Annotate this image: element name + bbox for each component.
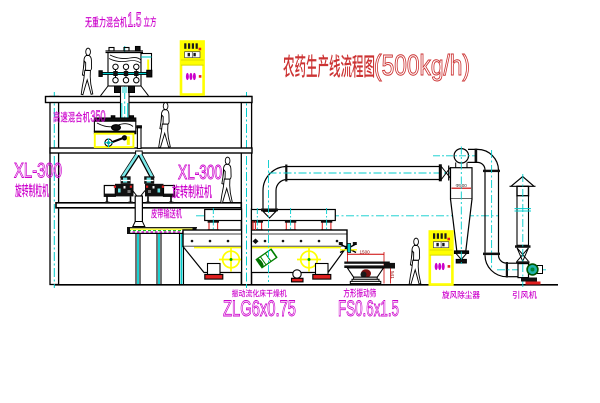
svg-text:541: 541 [390, 271, 395, 279]
svg-text:XL-300: XL-300 [178, 162, 222, 184]
svg-text:ZLG6x0.75: ZLG6x0.75 [223, 296, 296, 321]
svg-text:350: 350 [91, 109, 106, 126]
svg-text:1.5: 1.5 [128, 10, 142, 32]
svg-text:1500: 1500 [360, 249, 371, 254]
svg-text:(500kg/h): (500kg/h) [374, 50, 470, 82]
svg-text:Φ500: Φ500 [456, 183, 468, 188]
svg-text:FS0.6x1.5: FS0.6x1.5 [338, 296, 399, 321]
svg-text:XL-300: XL-300 [14, 159, 62, 183]
